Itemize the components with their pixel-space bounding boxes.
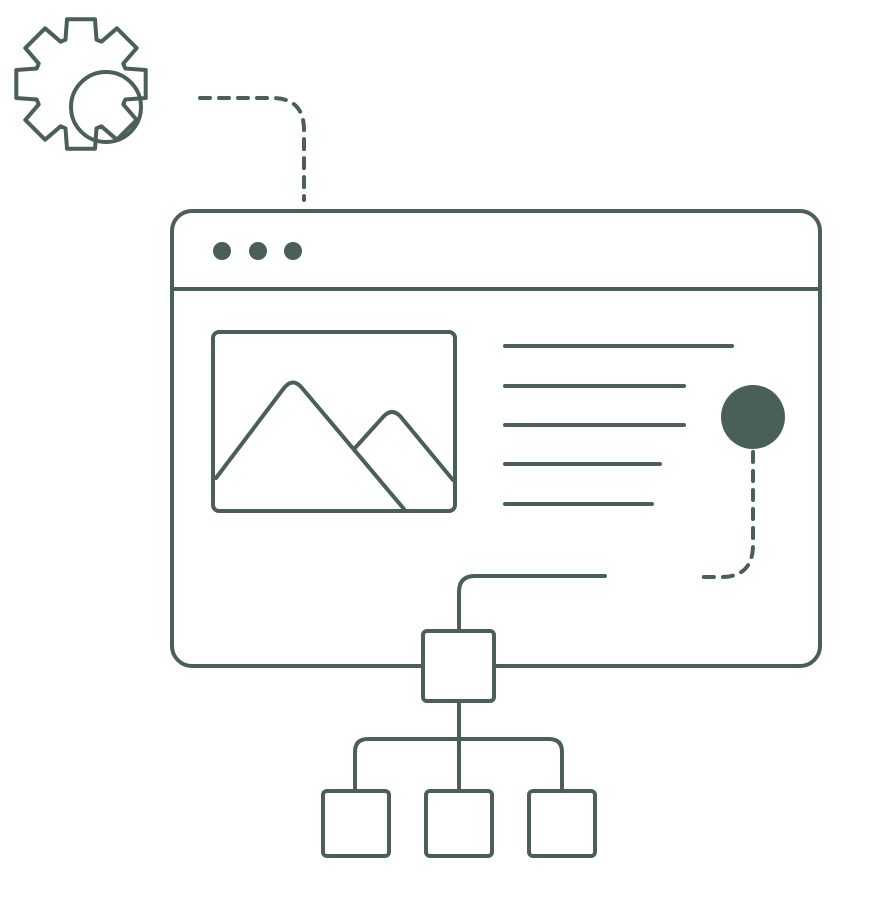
window-control-dots bbox=[213, 242, 302, 260]
gear-hole bbox=[69, 70, 143, 144]
browser-window bbox=[170, 209, 822, 668]
tree-child-box-3 bbox=[527, 789, 597, 858]
node-connector-dashed bbox=[696, 450, 755, 579]
image-frame bbox=[211, 330, 457, 513]
hierarchy-tree bbox=[321, 629, 597, 858]
tree-child-box-2 bbox=[424, 789, 494, 858]
tree-root-box bbox=[421, 629, 496, 703]
text-lines bbox=[503, 344, 734, 506]
mountain-large bbox=[214, 380, 406, 511]
window-dot-3 bbox=[284, 242, 302, 260]
image-placeholder bbox=[211, 330, 457, 513]
window-frame bbox=[170, 209, 822, 668]
window-dot-1 bbox=[213, 242, 231, 260]
gear-icon bbox=[14, 17, 148, 151]
gear-outline bbox=[14, 17, 148, 151]
tree-branch bbox=[353, 737, 564, 793]
tree-child-box-1 bbox=[321, 789, 391, 858]
gear-connector-dashed bbox=[198, 96, 306, 202]
window-dot-2 bbox=[249, 242, 267, 260]
mountain-small bbox=[353, 410, 455, 482]
connection-node bbox=[721, 385, 785, 449]
tree-root-connector bbox=[457, 574, 607, 633]
